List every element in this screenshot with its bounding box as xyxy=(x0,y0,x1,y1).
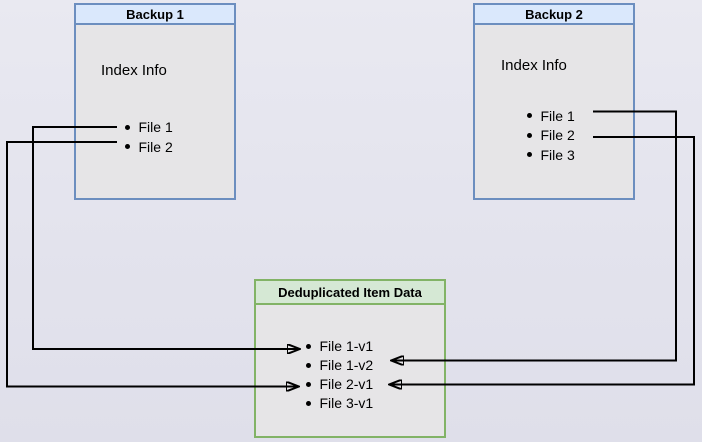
list-item-label: File 2 xyxy=(138,138,173,155)
list-item: File 3 xyxy=(526,145,575,165)
list-item: File 1 xyxy=(124,118,173,138)
list-item: File 1-v1 xyxy=(305,337,374,356)
list-item: File 2 xyxy=(526,126,575,146)
list-item-label: File 2 xyxy=(540,127,575,144)
list-item: File 3-v1 xyxy=(305,394,374,413)
bullet-icon xyxy=(305,343,311,349)
bullet-icon xyxy=(124,144,130,150)
list-item: File 2 xyxy=(124,137,173,157)
bullet-icon xyxy=(526,152,532,158)
list-item-label: File 1-v1 xyxy=(319,338,374,354)
backup1-file-list: File 1 File 2 xyxy=(124,118,173,157)
backup2-title-bar: Backup 2 xyxy=(475,5,633,25)
dedup-title: Deduplicated Item Data xyxy=(278,284,422,300)
list-item-label: File 3-v1 xyxy=(319,395,374,411)
list-item-label: File 1 xyxy=(138,119,173,136)
backup1-box: Backup 1 Index Info File 1 File 2 xyxy=(74,3,236,200)
backup2-file-list: File 1 File 2 File 3 xyxy=(526,106,575,165)
list-item: File 1-v2 xyxy=(305,356,374,375)
backup1-title: Backup 1 xyxy=(126,6,184,22)
list-item-label: File 3 xyxy=(540,146,575,163)
backup1-title-bar: Backup 1 xyxy=(76,5,234,25)
backup2-box: Backup 2 Index Info File 1 File 2 File 3 xyxy=(473,3,635,200)
bullet-icon xyxy=(305,362,311,368)
dedup-title-bar: Deduplicated Item Data xyxy=(256,281,444,305)
list-item-label: File 1 xyxy=(540,107,575,124)
backup2-subtitle: Index Info xyxy=(501,57,567,74)
bullet-icon xyxy=(124,124,130,130)
list-item: File 1 xyxy=(526,106,575,126)
bullet-icon xyxy=(305,381,311,387)
bullet-icon xyxy=(526,132,532,138)
list-item: File 2-v1 xyxy=(305,375,374,394)
list-item-label: File 2-v1 xyxy=(319,376,374,392)
backup1-subtitle: Index Info xyxy=(101,62,167,79)
bullet-icon xyxy=(305,400,311,406)
backup2-title: Backup 2 xyxy=(525,6,583,22)
list-item-label: File 1-v2 xyxy=(319,357,374,373)
bullet-icon xyxy=(526,113,532,119)
